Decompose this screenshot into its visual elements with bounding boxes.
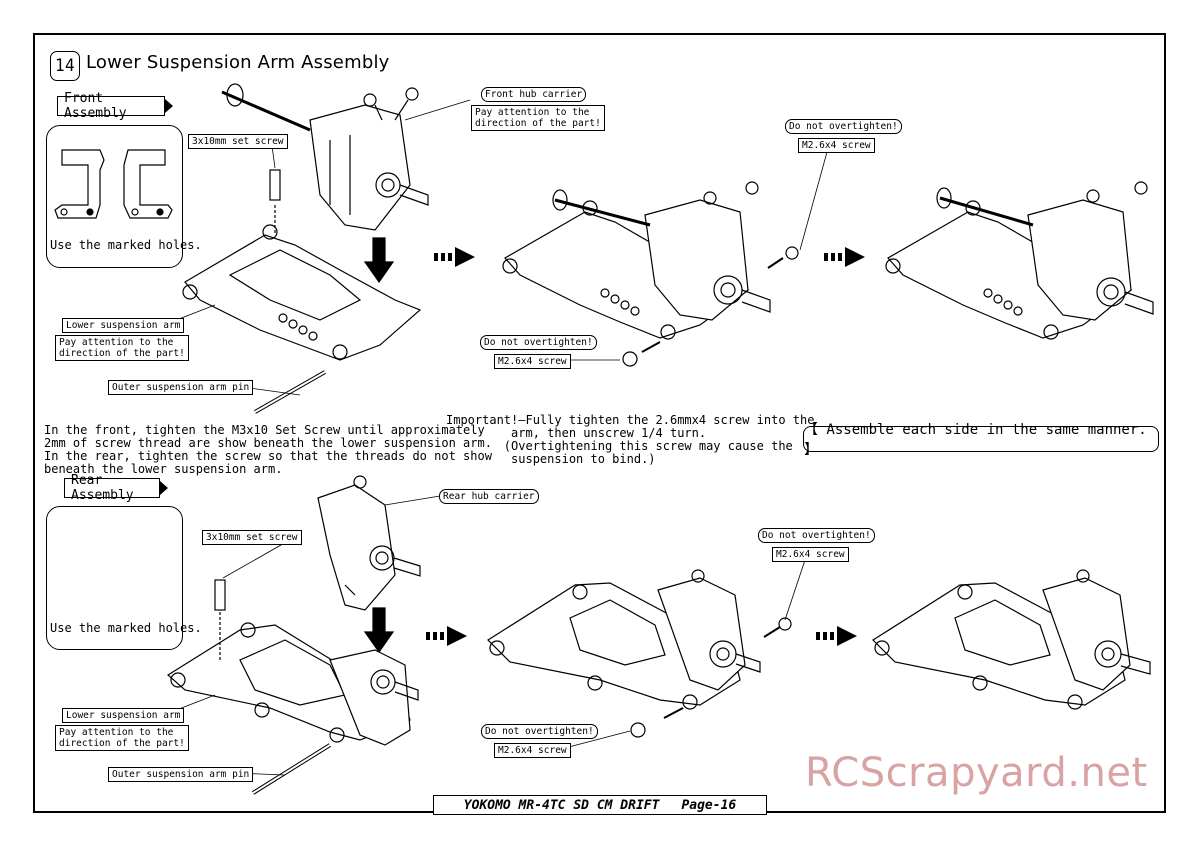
front-step2-screw-arrow — [767, 257, 784, 269]
assemble-note: 【 Assemble each side in the same manner.… — [803, 422, 1159, 458]
flow-arrow-rear-2 — [816, 626, 857, 646]
rear-step2-arm — [487, 582, 741, 710]
rear-inset-panel — [46, 506, 183, 650]
front-set-screw — [269, 169, 281, 201]
important-note: Important!—Fully tighten the 2.6mmx4 scr… — [446, 413, 815, 466]
rear-hub-carrier — [317, 475, 421, 611]
front-step3-shaft — [936, 187, 1034, 227]
footer-model: YOKOMO MR-4TC SD CM DRIFT — [463, 797, 660, 813]
rear-inset-caption: Use the marked holes. — [50, 621, 202, 635]
rear-step2-screw-bottom — [630, 722, 646, 738]
flow-arrow-front-1 — [434, 247, 475, 267]
page-footer: YOKOMO MR-4TC SD CM DRIFT Page-16 — [433, 795, 767, 815]
front-assembly-arrow — [363, 237, 395, 284]
rear-assembly-tag: Rear Assembly — [64, 473, 168, 503]
rear-hub-carrier-label: Rear hub carrier — [439, 489, 539, 504]
front-drive-shaft — [221, 83, 311, 132]
front-dont-overtighten-2: Do not overtighten! — [480, 335, 597, 350]
rear-arm-note: Pay attention to the direction of the pa… — [55, 725, 189, 751]
front-step2-screw-arrow-2 — [641, 341, 661, 353]
rear-set-screw-label: 3x10mm set screw — [202, 530, 302, 545]
watermark: RCScrapyard.net — [805, 750, 1148, 796]
front-inset-panel — [46, 125, 183, 268]
rear-step3-arm — [872, 582, 1126, 710]
rear-screw-label-1: M2.6x4 screw — [772, 547, 849, 562]
front-step3-hub — [1027, 181, 1154, 321]
rear-dont-overtighten-2: Do not overtighten! — [481, 724, 598, 739]
front-inset-hub-left — [54, 149, 105, 219]
front-arm-note: Pay attention to the direction of the pa… — [55, 335, 189, 361]
front-dont-overtighten-1: Do not overtighten! — [785, 119, 902, 134]
flow-arrow-front-2 — [824, 247, 865, 267]
front-step2-screw-side — [785, 246, 799, 260]
rear-dont-overtighten-1: Do not overtighten! — [758, 528, 875, 543]
rear-step2-screw-side — [778, 617, 792, 631]
front-set-screw-label: 3x10mm set screw — [188, 134, 288, 149]
step-title: Lower Suspension Arm Assembly — [86, 52, 390, 73]
rear-set-screw — [214, 579, 226, 611]
front-step2-screw-bottom — [622, 351, 638, 367]
front-lower-arm — [182, 224, 422, 361]
front-hub-note: Pay attention to the direction of the pa… — [471, 105, 605, 131]
flow-arrow-rear-1 — [426, 626, 467, 646]
front-instruction-note: In the front, tighten the M3x10 Set Scre… — [44, 423, 492, 476]
footer-page: Page-16 — [681, 797, 737, 813]
front-inset-hub-right — [123, 149, 173, 219]
front-hub-carrier-label: Front hub carrier — [481, 87, 587, 102]
rear-step2-screw-arrow-2 — [663, 707, 684, 719]
rear-step2-hub — [657, 569, 761, 691]
rear-screw-label-2: M2.6x4 screw — [494, 743, 571, 758]
rear-step2-screw-arrow — [763, 626, 781, 638]
rear-assembled-hub — [329, 649, 419, 746]
rear-lower-arm-label: Lower suspension arm — [62, 708, 185, 723]
front-inset-caption: Use the marked holes. — [50, 238, 202, 252]
front-outer-pin-label: Outer suspension arm pin — [108, 380, 254, 395]
rear-outer-pin-label: Outer suspension arm pin — [108, 767, 254, 782]
front-step2-hub — [644, 181, 771, 321]
front-lower-arm-label: Lower suspension arm — [62, 318, 185, 333]
front-hub-carrier — [309, 87, 429, 231]
rear-step3-hub — [1042, 569, 1151, 691]
front-screw-label-1: M2.6x4 screw — [798, 138, 875, 153]
step-number: 14 — [50, 51, 80, 81]
front-screw-label-2: M2.6x4 screw — [494, 354, 571, 369]
rear-assembly-arrow — [363, 607, 395, 654]
front-step2-shaft — [552, 189, 651, 227]
